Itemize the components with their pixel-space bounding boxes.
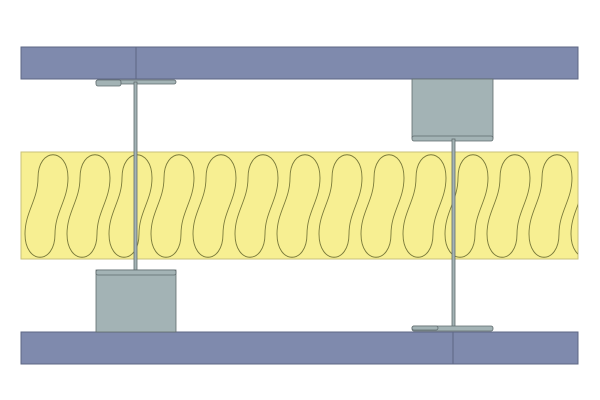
insulation-loop xyxy=(24,154,69,258)
bottom-board xyxy=(20,331,579,365)
insulation-loop xyxy=(360,154,405,258)
right-stud xyxy=(411,78,494,332)
insulation-loop xyxy=(276,154,321,258)
insulation-loop xyxy=(192,154,237,258)
insulation-loop xyxy=(234,154,279,258)
top-board xyxy=(20,46,579,80)
insulation-loop xyxy=(402,154,447,258)
insulation-loop xyxy=(528,154,573,258)
left-stud xyxy=(95,79,177,333)
insulation-loop xyxy=(108,154,153,258)
insulation-loop xyxy=(486,154,531,258)
insulation-loop xyxy=(570,203,578,255)
insulation-loops xyxy=(24,154,578,258)
insulation-loop xyxy=(444,154,489,258)
insulation-loop xyxy=(150,154,195,258)
insulation-loop xyxy=(318,154,363,258)
insulation-loop xyxy=(66,154,111,258)
insulation-layer xyxy=(20,151,579,260)
